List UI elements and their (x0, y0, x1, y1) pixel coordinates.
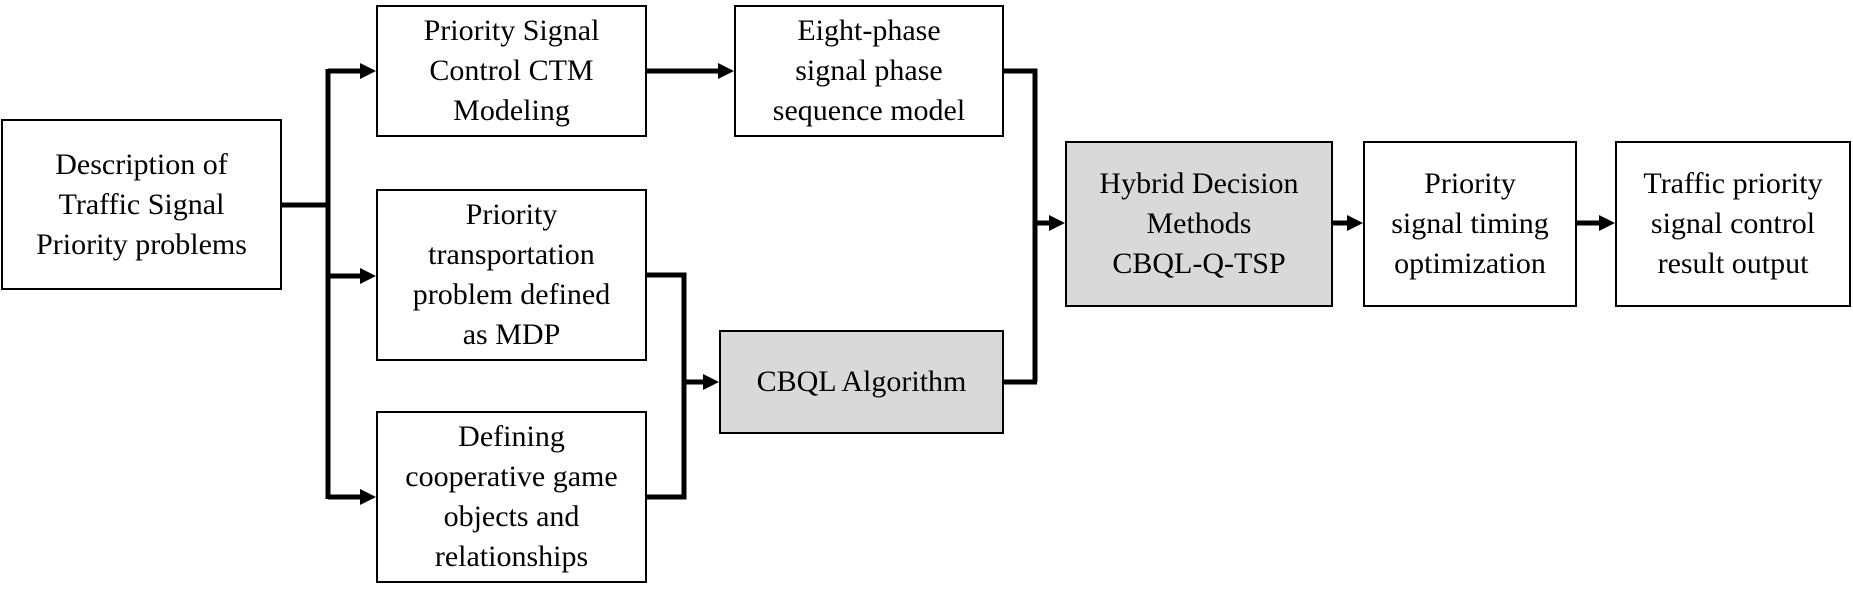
result-output-box: Traffic priority signal control result o… (1615, 141, 1851, 307)
hybrid-decision-box: Hybrid Decision Methods CBQL-Q-TSP (1065, 141, 1333, 307)
cbql-algorithm-box-label: CBQL Algorithm (756, 365, 967, 398)
eight-phase-box-label: Eight-phase signal phase sequence model (772, 14, 966, 127)
cooperative-game-box-label: Defining cooperative game objects and re… (405, 420, 618, 573)
connector-description-trunk (282, 69, 331, 499)
arrowhead-to-output (1599, 215, 1615, 231)
arrowhead-to-hybrid (1049, 215, 1065, 231)
eight-phase-box: Eight-phase signal phase sequence model (734, 5, 1004, 137)
arrowhead-to-ctm-modeling (360, 63, 376, 79)
arrowhead-to-mdp (360, 268, 376, 284)
ctm-modeling-box-label: Priority Signal Control CTM Modeling (423, 14, 600, 127)
connector-game-merge (647, 380, 687, 500)
arrowhead-to-eight-phase (718, 63, 734, 79)
result-output-box-label: Traffic priority signal control result o… (1643, 167, 1823, 280)
signal-timing-box-label: Priority signal timing optimization (1391, 167, 1549, 280)
mdp-box: Priority transportation problem defined … (376, 189, 647, 361)
signal-timing-box: Priority signal timing optimization (1363, 141, 1577, 307)
connector-eight-phase-merge (1004, 68, 1038, 382)
description-box-label: Description of Traffic Signal Priority p… (36, 147, 247, 261)
ctm-modeling-box: Priority Signal Control CTM Modeling (376, 5, 647, 137)
mdp-box-label: Priority transportation problem defined … (412, 198, 611, 351)
arrowhead-to-cbql (703, 374, 719, 390)
hybrid-decision-box-label: Hybrid Decision Methods CBQL-Q-TSP (1099, 167, 1299, 280)
cooperative-game-box: Defining cooperative game objects and re… (376, 411, 647, 583)
arrowhead-to-timing (1347, 215, 1363, 231)
cbql-algorithm-box: CBQL Algorithm (719, 330, 1004, 434)
arrowhead-to-cooperative-game (360, 489, 376, 505)
description-box: Description of Traffic Signal Priority p… (1, 119, 282, 290)
connector-mdp-merge (647, 272, 687, 382)
